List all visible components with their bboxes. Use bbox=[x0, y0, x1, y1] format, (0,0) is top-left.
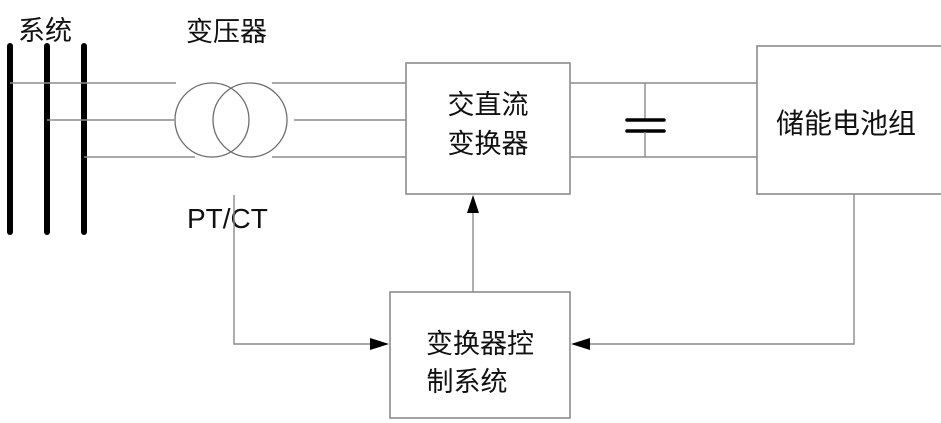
pt-ct-signal-line bbox=[233, 195, 372, 345]
transformer-label: 变压器 bbox=[186, 17, 267, 48]
transformer-symbol bbox=[174, 82, 288, 158]
dc-lines bbox=[570, 82, 757, 158]
transformer-primary-coil bbox=[174, 82, 250, 158]
battery-box bbox=[756, 45, 941, 195]
grid-bus bbox=[7, 43, 87, 235]
control-system-box bbox=[389, 291, 571, 419]
system-label: 系统 bbox=[18, 16, 72, 47]
converter-label-line1: 交直流 bbox=[448, 90, 529, 121]
ac-lines-converter-side bbox=[272, 82, 406, 158]
converter-label-line2: 变换器 bbox=[448, 129, 529, 160]
pt-ct-label: PT/CT bbox=[187, 203, 268, 234]
control-label-line2: 制系统 bbox=[427, 367, 508, 398]
battery-signal-line bbox=[588, 194, 855, 345]
converter-box bbox=[405, 62, 571, 195]
pt-ct-arrow-icon bbox=[370, 338, 389, 350]
battery-label: 储能电池组 bbox=[776, 107, 916, 140]
control-label-line1: 变换器控 bbox=[426, 329, 534, 360]
control-signal-arrow-icon bbox=[467, 195, 479, 213]
battery-signal-arrow-icon bbox=[571, 338, 590, 350]
ac-lines-grid-side bbox=[10, 82, 195, 158]
transformer-secondary-coil bbox=[212, 82, 288, 158]
capacitor-symbol bbox=[625, 83, 666, 157]
